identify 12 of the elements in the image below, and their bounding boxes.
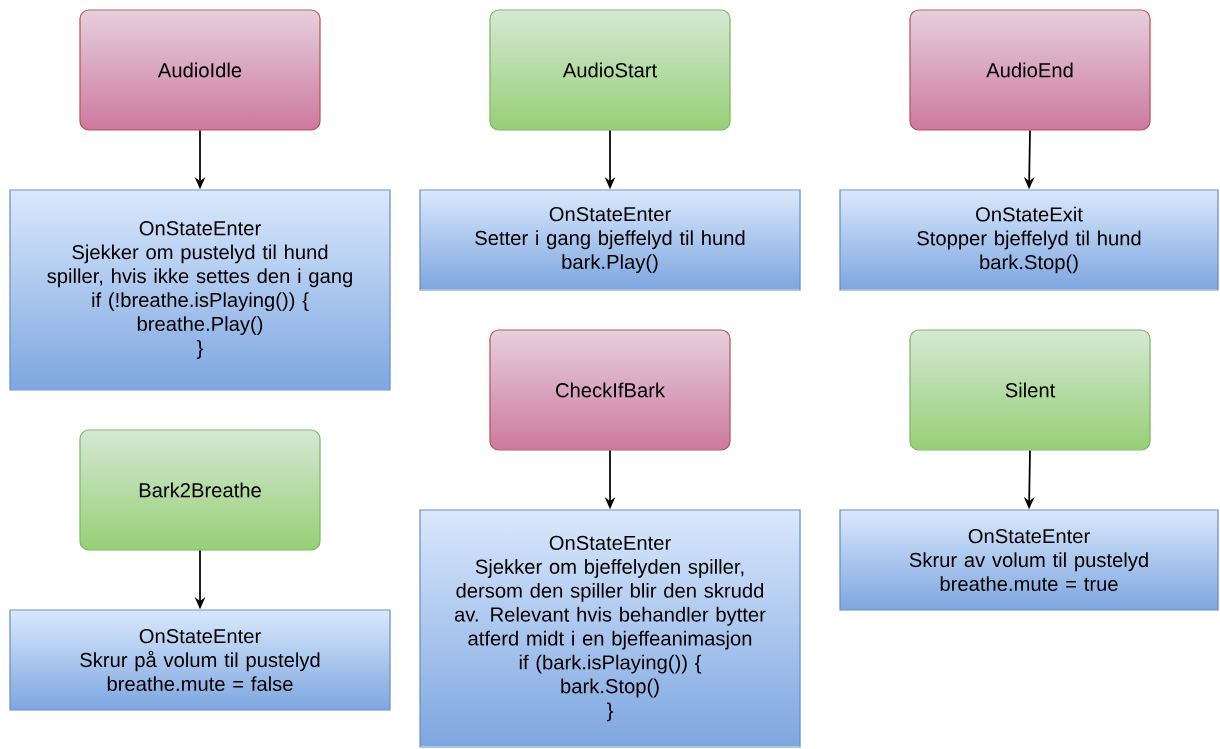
action-box: OnStateEnter Setter i gang bjeffelyd til hund bark.Play(): [419, 189, 801, 291]
state-box: Silent: [909, 329, 1151, 451]
state-box: CheckIfBark: [489, 329, 731, 451]
action-box: OnStateEnter Skrur av volum til pustelyd breathe.mute = true: [839, 509, 1219, 611]
state-box: Bark2Breathe: [79, 429, 321, 551]
action-box: OnStateEnter Skrur på volum til pustelyd breathe.mute = false: [9, 609, 391, 711]
action-box: OnStateEnter Sjekker om pustelyd til hund spiller, hvis ikke settes den i gang if (!breathe.isPlaying()) { breathe.Play() }: [9, 189, 391, 391]
state-box: AudioEnd: [909, 9, 1151, 131]
action-box: OnStateExit Stopper bjeffelyd til hund bark.Stop(): [839, 189, 1219, 291]
action-box: OnStateEnter Sjekker om bjeffelyden spiller, dersom den spiller blir den skrudd av. Relevant hvis behandler bytter atferd midt i en bjeffeanimasjon if (bark.isPlaying()) { bark.Stop() }: [419, 509, 801, 748]
state-box: AudioIdle: [79, 9, 321, 131]
state-box: AudioStart: [489, 9, 731, 131]
